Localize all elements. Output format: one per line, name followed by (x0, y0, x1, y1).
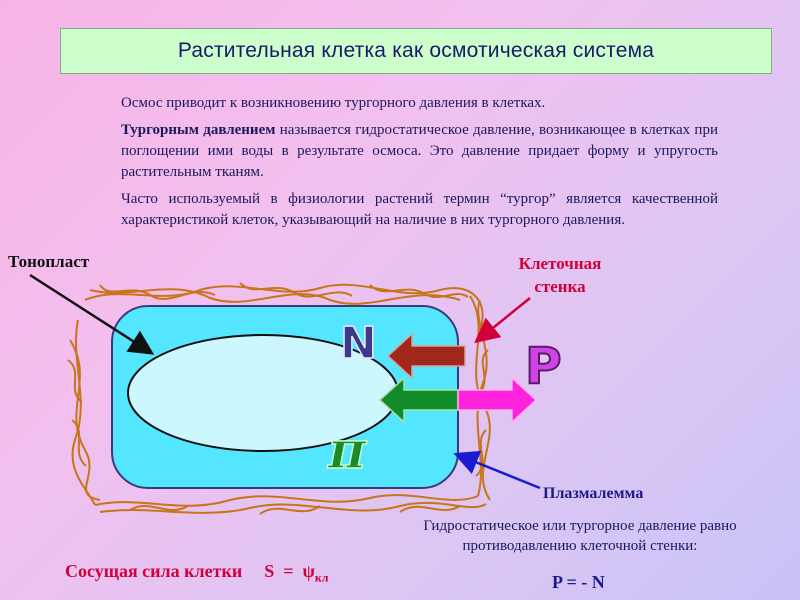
title-box: Растительная клетка как осмотическая сис… (60, 28, 772, 74)
symbol-p: P (525, 337, 562, 395)
paragraph-turgor-definition: Тургорным давлением называется гидростат… (121, 120, 718, 183)
label-plasmalemma: Плазмалемма (543, 485, 644, 502)
description-text: Осмос приводит к возникновению тургорног… (121, 93, 718, 237)
page-title: Растительная клетка как осмотическая сис… (177, 39, 655, 62)
turgor-definition: называется гидростатическое давление, во… (121, 122, 718, 180)
paragraph-turgor-term: Часто используемый в физиологии растений… (121, 191, 718, 228)
suction-subscript: кл (314, 570, 329, 585)
cell-wall-fibers (67, 282, 491, 515)
arrow-n (386, 332, 466, 380)
paragraph-osmosis: Осмос приводит к возникновению тургорног… (121, 95, 546, 111)
arrow-p (457, 376, 538, 424)
label-tonoplast: Тонопласт (8, 252, 90, 271)
hydrostatic-statement: Гидростатическое или тургорное давление … (423, 518, 737, 554)
suction-force-formula: Сосущая сила клетки S = ψкл (65, 561, 329, 586)
p-equation: P = - N (552, 572, 605, 592)
plasmalemma-pointer (453, 450, 541, 490)
symbol-n: N (340, 318, 377, 369)
cell-wall-pointer (474, 297, 531, 344)
suction-label: Сосущая сила клетки (65, 561, 243, 581)
label-cell-wall: Клеточная стенка (518, 254, 602, 296)
suction-lhs: S = ψ (264, 561, 315, 581)
symbol-pi: π (327, 420, 367, 481)
turgor-term: Тургорным давлением (121, 122, 276, 138)
tonoplast-pointer (29, 273, 155, 355)
